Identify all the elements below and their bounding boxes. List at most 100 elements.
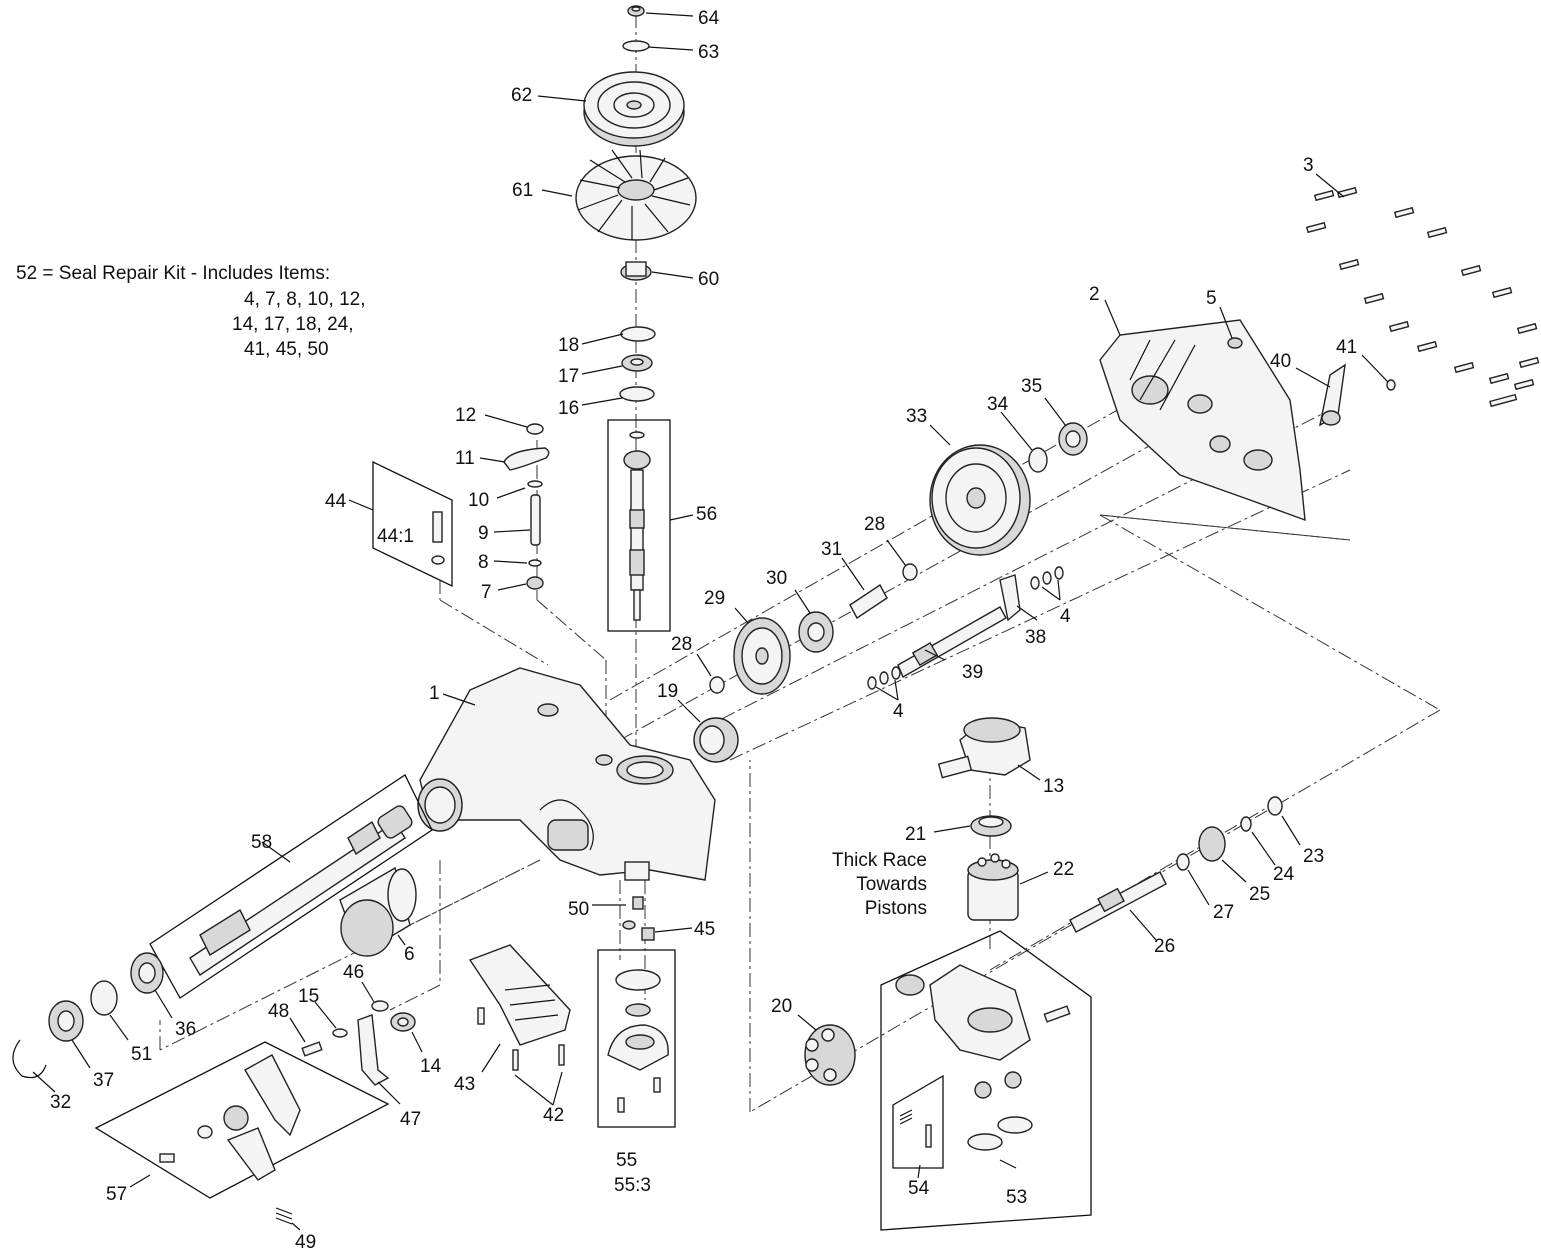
part-30-pinion bbox=[798, 611, 834, 653]
part-41-clip bbox=[1386, 379, 1396, 391]
label-31: 31 bbox=[821, 539, 842, 560]
label-26: 26 bbox=[1154, 936, 1175, 957]
label-28-lower: 28 bbox=[671, 634, 692, 655]
label-55: 55 bbox=[616, 1150, 637, 1171]
label-63: 63 bbox=[698, 42, 719, 63]
label-16: 16 bbox=[558, 398, 579, 419]
label-30: 30 bbox=[766, 568, 787, 589]
label-3: 3 bbox=[1303, 155, 1314, 176]
part-5-bolt bbox=[1227, 337, 1243, 349]
part-56-box bbox=[607, 419, 671, 632]
part-19-seal bbox=[693, 717, 739, 763]
part-54-check-valve bbox=[899, 1109, 932, 1148]
thick-race-note-line-3: Pistons bbox=[865, 898, 927, 919]
label-55-3: 55:3 bbox=[614, 1175, 651, 1196]
parts bbox=[12, 5, 1540, 1231]
part-45-plug bbox=[641, 927, 655, 941]
part-32-retaining-ring bbox=[12, 1039, 47, 1079]
part-26-shaft bbox=[1069, 871, 1167, 933]
part-34-washer bbox=[1028, 447, 1048, 473]
part-15-washer bbox=[332, 1028, 348, 1038]
label-8: 8 bbox=[478, 552, 489, 573]
part-48-bolt bbox=[301, 1041, 323, 1057]
part-22-piston-block bbox=[967, 853, 1019, 921]
part-42-bolts bbox=[477, 1007, 565, 1071]
label-15: 15 bbox=[298, 986, 319, 1007]
part-6-filter bbox=[339, 866, 417, 957]
part-33-gear bbox=[929, 444, 1031, 556]
label-4-lower: 4 bbox=[893, 701, 904, 722]
label-11: 11 bbox=[455, 448, 475, 469]
label-58: 58 bbox=[251, 832, 272, 853]
part-56-shaft bbox=[623, 431, 651, 621]
part-7-bushing bbox=[526, 576, 544, 590]
label-39: 39 bbox=[962, 662, 983, 683]
part-55-box bbox=[597, 949, 676, 1128]
part-9-pin bbox=[530, 494, 541, 546]
part-47-arm bbox=[357, 1014, 390, 1086]
thick-race-note-line-2: Towards bbox=[856, 874, 927, 895]
kit-note-line-2: 4, 7, 8, 10, 12, bbox=[244, 289, 365, 310]
part-1-housing bbox=[417, 667, 716, 881]
kit-note-line-3: 14, 17, 18, 24, bbox=[232, 314, 354, 335]
part-62-pulley bbox=[583, 71, 685, 147]
label-19: 19 bbox=[657, 681, 678, 702]
label-51: 51 bbox=[131, 1044, 152, 1065]
label-49: 49 bbox=[295, 1232, 316, 1253]
label-7: 7 bbox=[481, 582, 492, 603]
label-25: 25 bbox=[1249, 884, 1270, 905]
label-14: 14 bbox=[420, 1056, 442, 1077]
label-35: 35 bbox=[1021, 376, 1042, 397]
part-49-spring bbox=[275, 1207, 293, 1225]
label-42: 42 bbox=[543, 1105, 564, 1126]
label-56: 56 bbox=[696, 504, 717, 525]
label-33: 33 bbox=[906, 406, 927, 427]
label-54: 54 bbox=[908, 1178, 930, 1199]
part-58-axle bbox=[189, 805, 413, 976]
label-40: 40 bbox=[1270, 351, 1291, 372]
thick-race-note-line-1: Thick Race bbox=[832, 850, 927, 871]
label-64: 64 bbox=[698, 8, 720, 29]
label-29: 29 bbox=[704, 588, 725, 609]
part-54-box bbox=[892, 1074, 944, 1169]
part-44-box bbox=[372, 460, 453, 588]
part-11-arm bbox=[503, 447, 550, 471]
part-35-bearing bbox=[1058, 422, 1088, 456]
part-13-trunnion bbox=[937, 717, 1031, 779]
label-24: 24 bbox=[1273, 864, 1295, 885]
part-17-seal bbox=[621, 354, 653, 372]
part-28-washer-upper bbox=[902, 563, 918, 581]
part-61-fan bbox=[575, 149, 697, 241]
part-28-washer-lower bbox=[709, 676, 725, 694]
label-60: 60 bbox=[698, 269, 719, 290]
part-23-washer bbox=[1267, 796, 1283, 816]
part-64-nut bbox=[627, 5, 645, 17]
part-4-rings-upper bbox=[1030, 566, 1064, 590]
part-39-shaft bbox=[897, 606, 1007, 679]
label-53: 53 bbox=[1006, 1187, 1027, 1208]
label-38: 38 bbox=[1025, 627, 1046, 648]
label-43: 43 bbox=[454, 1074, 475, 1095]
part-40-arm bbox=[1319, 363, 1346, 427]
label-61: 61 bbox=[512, 180, 533, 201]
part-50-fitting bbox=[622, 896, 644, 930]
part-2-cover bbox=[1099, 319, 1306, 522]
part-labels: 64 63 62 61 60 18 17 16 56 12 11 10 9 8 … bbox=[50, 8, 1357, 1253]
label-34: 34 bbox=[987, 394, 1009, 415]
part-57-box bbox=[94, 1041, 390, 1199]
kit-note-line-4: 41, 45, 50 bbox=[244, 339, 329, 360]
label-5: 5 bbox=[1206, 288, 1217, 309]
label-44-1: 44:1 bbox=[377, 526, 414, 547]
label-27: 27 bbox=[1213, 902, 1234, 923]
part-51-washer bbox=[90, 980, 118, 1016]
label-44: 44 bbox=[325, 491, 347, 512]
label-45: 45 bbox=[694, 919, 715, 940]
part-58-box bbox=[149, 774, 433, 999]
part-8-ring bbox=[528, 559, 542, 567]
alignment-lines bbox=[159, 14, 1441, 1113]
part-4-rings-lower bbox=[867, 666, 901, 690]
label-2: 2 bbox=[1089, 284, 1100, 305]
label-37: 37 bbox=[93, 1070, 114, 1091]
part-3-bolts bbox=[1305, 186, 1540, 408]
